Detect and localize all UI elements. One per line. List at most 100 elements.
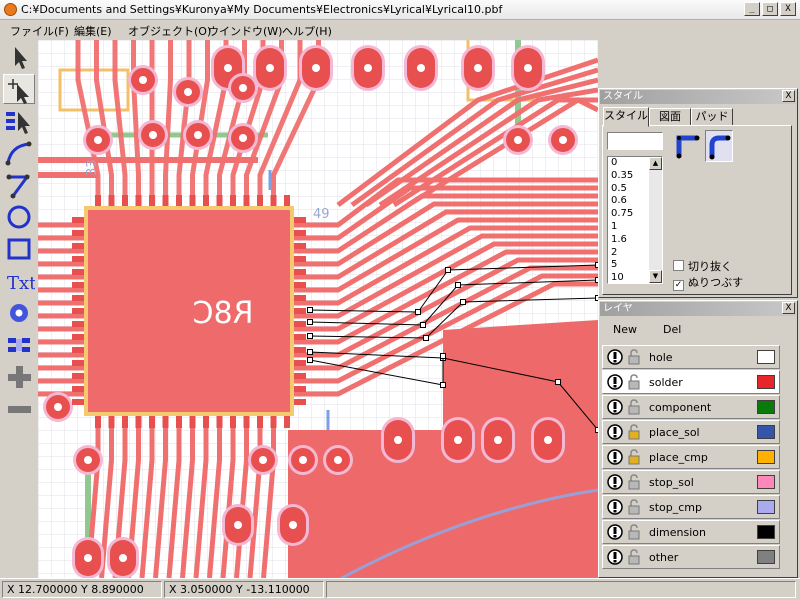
chip-pin [292,386,306,392]
layer-color-swatch[interactable] [757,400,775,414]
point-select-tool[interactable] [3,74,35,104]
delete-layer-button[interactable]: Del [663,323,682,336]
width-option[interactable]: 0.5 [611,182,627,194]
svg-text:Txt: Txt [7,273,35,294]
select-arrow-tool[interactable] [3,42,35,72]
layer-color-swatch[interactable] [757,350,775,364]
arc-tool[interactable] [3,138,35,168]
visibility-icon[interactable] [607,474,623,490]
new-layer-button[interactable]: New [613,323,637,336]
layer-color-swatch[interactable] [757,375,775,389]
lock-icon[interactable] [628,524,640,540]
layer-row-dimension[interactable]: dimension [602,520,780,544]
minimize-button[interactable]: _ [744,2,760,16]
layer-panel-close-button[interactable]: X [782,302,795,314]
menu-window[interactable]: ウインドウ(W) [208,25,283,38]
layer-name: component [649,401,712,414]
layer-color-swatch[interactable] [757,475,775,489]
line-tool[interactable] [3,170,35,200]
chip-pin [203,195,209,209]
width-option[interactable]: 2 [611,246,618,258]
layer-row-place_cmp[interactable]: place_cmp [602,445,780,469]
menu-object[interactable]: オブジェクト(O) [128,25,212,38]
layer-row-place_sol[interactable]: place_sol [602,420,780,444]
maximize-button[interactable]: □ [762,2,778,16]
text-tool[interactable]: Txt [3,266,37,296]
fill-checkbox-box[interactable]: ✓ [673,280,684,291]
layer-color-swatch[interactable] [757,550,775,564]
width-option[interactable]: 0.6 [611,195,627,207]
layer-color-swatch[interactable] [757,425,775,439]
visibility-icon[interactable] [607,349,623,365]
cutout-checkbox-box[interactable] [673,260,684,271]
close-button[interactable]: X [780,2,796,16]
pad-tool[interactable] [3,298,35,328]
layer-color-swatch[interactable] [757,525,775,539]
corner-round-button[interactable] [705,130,733,162]
zoom-in-tool[interactable] [3,362,35,392]
menu-file[interactable]: ファイル(F) [10,25,69,38]
pad-hole [312,64,320,72]
visibility-icon[interactable] [607,499,623,515]
layer-row-stop_cmp[interactable]: stop_cmp [602,495,780,519]
smd-pad-tool[interactable] [3,330,35,360]
visibility-icon[interactable] [607,424,623,440]
width-option[interactable]: 1 [611,220,618,232]
chip-pin [243,414,250,428]
rectangle-tool[interactable] [3,234,35,264]
selection-handle [307,319,313,325]
width-option[interactable]: 0.75 [611,208,634,220]
style-panel-close-button[interactable]: X [782,90,795,102]
width-list-scrollbar[interactable]: ▲ ▼ [649,157,662,283]
lock-icon[interactable] [628,449,640,465]
visibility-icon[interactable] [607,374,623,390]
zoom-out-tool[interactable] [3,394,35,424]
visibility-icon[interactable] [607,549,623,565]
chip-pin [72,269,86,275]
menu-edit[interactable]: 編集(E) [74,25,112,38]
tab-drawing[interactable]: 図面 [649,108,691,126]
text-icon: Txt [7,273,37,294]
scroll-up-button[interactable]: ▲ [649,157,662,170]
width-option[interactable]: 1.6 [611,233,627,245]
pcb-canvas[interactable]: R8C 49 33 [38,40,598,578]
menu-help[interactable]: ヘルプ(H) [282,25,332,38]
pcb-drawing[interactable]: R8C 49 33 [38,40,598,578]
scroll-down-button[interactable]: ▼ [649,270,662,283]
layer-row-stop_sol[interactable]: stop_sol [602,470,780,494]
circle-tool[interactable] [3,202,35,232]
pad-hole [514,136,522,144]
width-input[interactable] [607,132,663,150]
layer-color-swatch[interactable] [757,450,775,464]
width-option[interactable]: 10 [611,272,624,284]
visibility-icon[interactable] [607,524,623,540]
trace [336,57,598,207]
lock-icon[interactable] [628,374,640,390]
corner-square-button[interactable] [673,130,701,162]
tab-pad[interactable]: パッド [691,108,733,126]
layer-row-hole[interactable]: hole [602,345,780,369]
fill-checkbox[interactable]: ✓ぬりつぶす [673,274,743,291]
cutout-checkbox[interactable]: 切り抜く [673,258,732,274]
lock-icon[interactable] [628,549,640,565]
chip-body[interactable] [84,206,294,416]
visibility-icon[interactable] [607,449,623,465]
layer-row-solder[interactable]: solder [602,370,780,394]
selection-handle [595,262,598,268]
width-option[interactable]: 0.35 [611,169,634,181]
lock-icon[interactable] [628,424,640,440]
tab-style[interactable]: スタイル [603,107,649,127]
lock-icon[interactable] [628,399,640,415]
visibility-icon[interactable] [607,399,623,415]
layer-color-swatch[interactable] [757,500,775,514]
width-option[interactable]: 0 [611,157,618,168]
group-select-tool[interactable] [3,106,35,136]
lock-icon[interactable] [628,474,640,490]
layer-row-component[interactable]: component [602,395,780,419]
lock-icon[interactable] [628,499,640,515]
lock-icon[interactable] [628,349,640,365]
layer-row-other[interactable]: other [602,545,780,569]
width-option[interactable]: 5 [611,259,618,271]
